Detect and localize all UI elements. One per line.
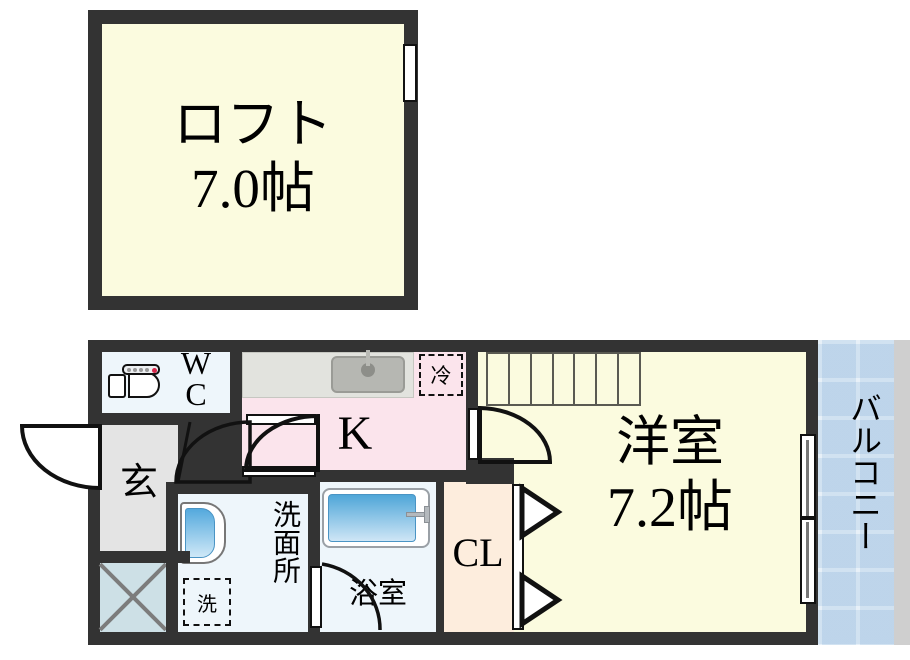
bathtub-faucet-knob bbox=[424, 506, 430, 523]
bathtub-water bbox=[328, 494, 416, 542]
closet-floor-overlay bbox=[442, 482, 514, 632]
balcony-label-text: バルコニー bbox=[846, 392, 882, 552]
closet-door-arrow-lower bbox=[519, 571, 563, 629]
genkan-label: 玄 bbox=[100, 462, 178, 505]
interior-wall-wc-bottom bbox=[100, 413, 232, 425]
interior-wall-bath-top bbox=[308, 470, 514, 482]
loft-window bbox=[403, 44, 417, 102]
interior-wall-bath-cl bbox=[436, 482, 444, 632]
toilet-fixture bbox=[108, 364, 160, 398]
closet-door-arrow-upper bbox=[519, 483, 563, 541]
main-room-area-text: 7.2帖 bbox=[607, 477, 733, 539]
main-room-label-text: 洋室 bbox=[616, 412, 724, 472]
kitchen-faucet bbox=[366, 350, 370, 366]
washroom-door-swing bbox=[243, 413, 320, 472]
room-door-swing bbox=[478, 405, 553, 464]
room-door-panel[interactable] bbox=[468, 408, 479, 460]
loft-area-label: 7.0帖 bbox=[102, 158, 404, 220]
loft-area-text: 7.0帖 bbox=[191, 158, 315, 219]
stair-step bbox=[510, 354, 532, 404]
toilet-panel-dot bbox=[145, 367, 149, 372]
balcony-door-panel-upper bbox=[806, 440, 809, 516]
stair-step bbox=[597, 354, 620, 404]
balcony-floor bbox=[818, 340, 894, 645]
fridge-label: 冷 bbox=[430, 364, 452, 388]
stairs bbox=[486, 352, 641, 406]
closet-label-overlay: CL bbox=[442, 530, 514, 576]
washroom-label-text: 洗面所 bbox=[269, 500, 300, 584]
stair-step bbox=[488, 354, 510, 404]
shoe-cabinet bbox=[100, 562, 166, 632]
washroom-label: 洗面所 bbox=[240, 500, 300, 584]
balcony-label: バルコニー bbox=[836, 392, 882, 552]
fridge-space: 冷 bbox=[419, 354, 463, 396]
stair-step bbox=[575, 354, 598, 404]
stair-step bbox=[554, 354, 576, 404]
wc-label-c-text: C bbox=[185, 376, 207, 412]
genkan-label-text: 玄 bbox=[119, 462, 158, 504]
wc-label-w: W bbox=[166, 345, 226, 382]
closet-label-overlay-text: CL bbox=[452, 530, 504, 575]
interior-wall-wc-right bbox=[230, 352, 242, 414]
toilet-panel-dot bbox=[133, 367, 137, 372]
stair-step bbox=[532, 354, 554, 404]
kitchen-sink-drain bbox=[361, 363, 375, 377]
loft-floor bbox=[102, 24, 404, 296]
main-room-label: 洋室 bbox=[530, 412, 810, 472]
toilet-bowl bbox=[128, 372, 160, 398]
toilet-panel-dot bbox=[139, 367, 143, 372]
toilet-tank bbox=[108, 374, 126, 398]
vanity-sink bbox=[185, 508, 215, 558]
entrance-door-swing bbox=[16, 424, 102, 491]
loft-label-text: ロフト bbox=[173, 96, 333, 154]
washing-machine-space: 洗 bbox=[183, 578, 231, 626]
stair-step bbox=[619, 354, 639, 404]
kitchen-label-text: K bbox=[337, 407, 373, 460]
toilet-panel-dot bbox=[127, 367, 131, 372]
washer-label: 洗 bbox=[197, 591, 217, 616]
balcony-outer-edge bbox=[894, 340, 910, 645]
main-room-area-label: 7.2帖 bbox=[530, 477, 810, 540]
toilet-panel-dot-red bbox=[152, 367, 157, 373]
balcony-door-mullion bbox=[800, 516, 816, 520]
bath-door-swing bbox=[320, 560, 394, 632]
bath-door-panel[interactable] bbox=[310, 566, 322, 628]
balcony-door-panel-lower bbox=[806, 522, 809, 598]
wc-label-w-text: W bbox=[180, 345, 212, 381]
kitchen-label: K bbox=[300, 407, 410, 461]
genkan-floor bbox=[100, 424, 178, 552]
interior-wall-washroom-left bbox=[166, 482, 178, 632]
wc-label-c: C bbox=[166, 376, 226, 413]
genkan-inner-door-swing bbox=[174, 420, 252, 484]
loft-label: ロフト bbox=[102, 96, 404, 155]
